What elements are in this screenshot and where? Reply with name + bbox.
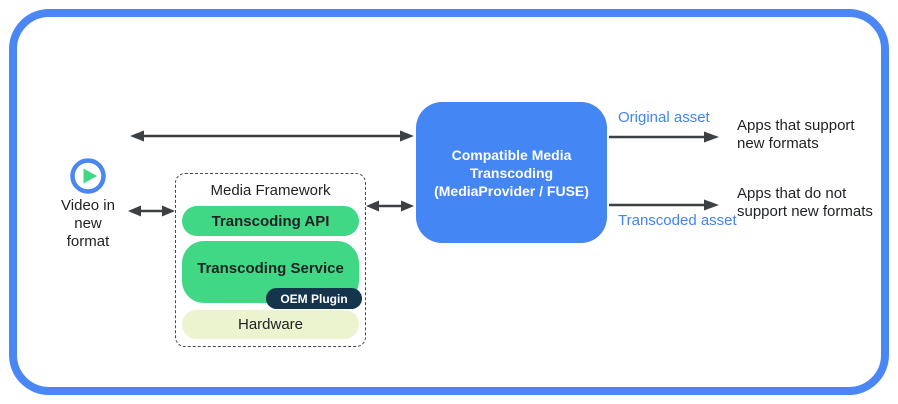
transcoding-api-layer: Transcoding API [182,206,359,236]
transcoded-asset-label: Transcoded asset [618,212,737,229]
arrow-original-asset [609,131,719,143]
original-asset-label: Original asset [618,109,710,126]
arrow-video-to-framework [128,205,175,217]
apps-no-support-new-formats-label: Apps that do not support new formats [737,185,873,220]
play-icon [68,156,108,196]
arrow-transcoded-asset [609,199,719,211]
arrow-video-to-transcoder [130,130,414,142]
media-framework-box: Media Framework Transcoding API Transcod… [175,173,366,347]
arrow-framework-to-transcoder [366,200,414,212]
oem-plugin-badge: OEM Plugin [266,288,362,309]
hardware-layer: Hardware [182,310,359,339]
apps-support-new-formats-label: Apps that support new formats [737,117,855,152]
video-in-new-format-label: Video in new format [61,197,115,250]
compatible-media-transcoding-title: Compatible Media Transcoding (MediaProvi… [434,146,589,199]
diagram-outer-border [9,9,889,395]
media-framework-title: Media Framework [210,182,331,199]
compatible-media-transcoding-box: Compatible Media Transcoding (MediaProvi… [416,102,607,243]
